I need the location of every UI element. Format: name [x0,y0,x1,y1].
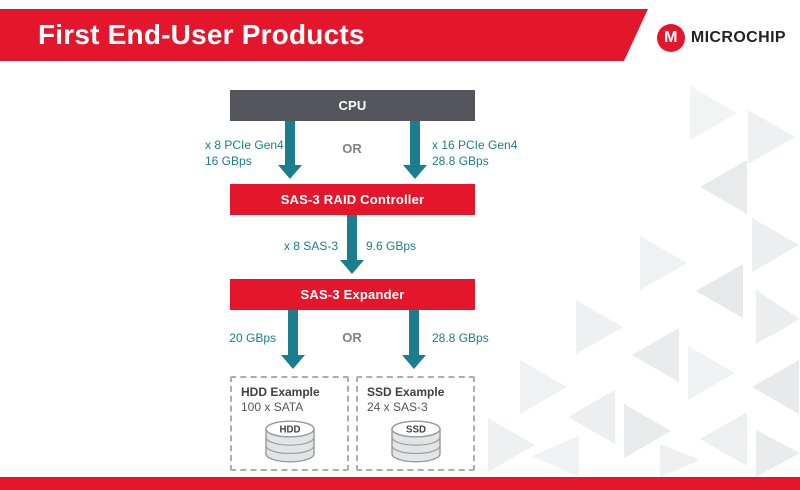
ssd-example-box: SSD Example 24 x SAS-3 SSD [356,376,475,471]
pcie-x8-line2: 16 GBps [205,154,252,168]
ssd-disk-stack-icon: SSD [391,420,441,463]
title-banner: First End-User Products [0,9,648,61]
arrow-cpu-left [285,121,295,166]
hdd-example-title: HDD Example [241,385,320,399]
raid-controller-box: SAS-3 RAID Controller [230,184,475,215]
cpu-box: CPU [230,90,475,121]
pcie-x8-line1: x 8 PCIe Gen4 [205,138,284,152]
arrow-expander-left [288,310,298,356]
logo-letter: M [664,29,678,46]
pcie-x16-label: x 16 PCIe Gen4 28.8 GBps [432,137,517,169]
arrow-raid-to-expander [347,215,357,261]
ssd-example-title: SSD Example [367,385,445,399]
or-label-bottom: OR [342,330,362,345]
sas3-x8-label: x 8 SAS-3 [283,239,338,253]
hdd-example-subtitle: 100 x SATA [241,400,304,414]
pcie-x16-line2: 28.8 GBps [432,154,489,168]
brand: M MICROCHIP [656,24,786,52]
footer-bar [0,477,800,490]
ssd-disk-label: SSD [406,425,426,436]
sas3-gbps-label: 9.6 GBps [366,239,417,253]
slide-title: First End-User Products [38,19,365,50]
hdd-disk-stack-icon: HDD [265,420,315,463]
hdd-gbps-label: 20 GBps [229,331,276,345]
pcie-x16-line1: x 16 PCIe Gen4 [432,138,518,152]
or-label-top: OR [342,141,362,156]
hdd-disk-label: HDD [280,425,301,436]
brand-name: MICROCHIP [690,29,786,46]
ssd-gbps-label: 28.8 GBps [432,331,489,345]
hdd-example-box: HDD Example 100 x SATA HDD [230,376,349,471]
expander-box: SAS-3 Expander [230,279,475,310]
pcie-x8-label: x 8 PCIe Gen4 16 GBps [205,137,284,169]
ssd-example-subtitle: 24 x SAS-3 [367,400,428,414]
microchip-logo-icon: M [656,24,685,52]
arrow-expander-right [409,310,419,356]
arrow-cpu-right [410,121,420,166]
